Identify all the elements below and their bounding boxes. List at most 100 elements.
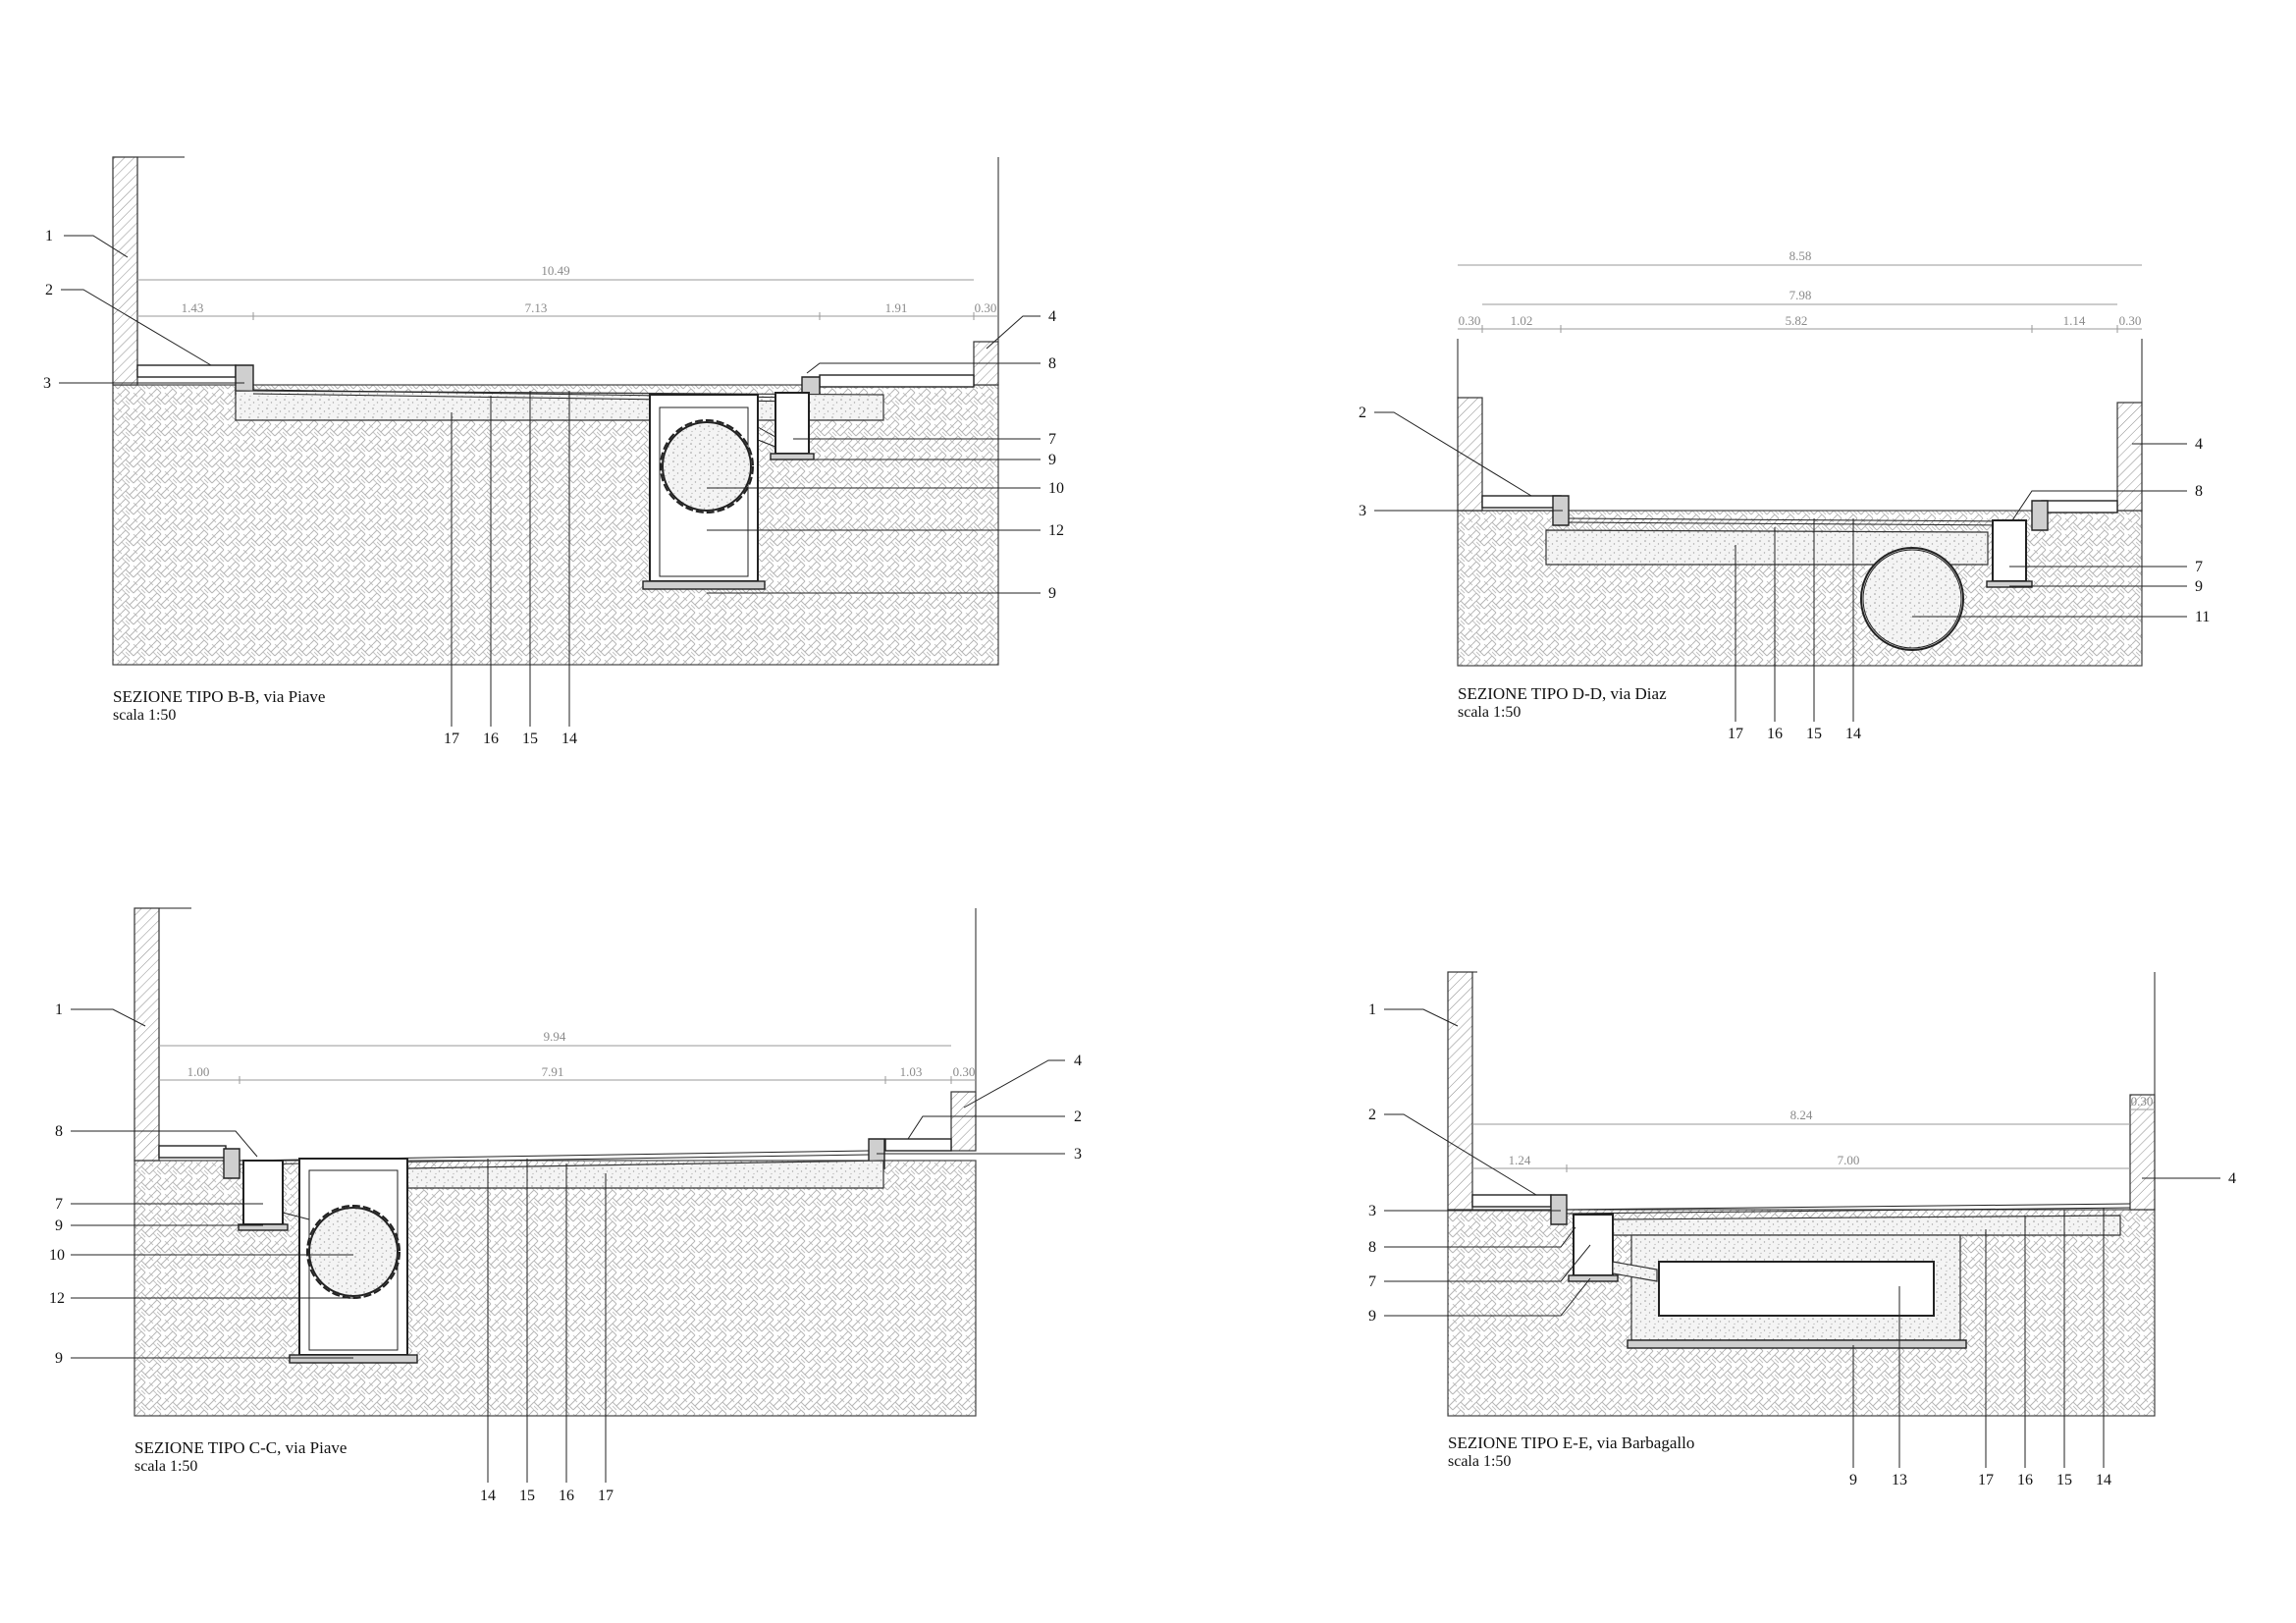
dd-dim-5: 0.30	[2119, 313, 2142, 328]
dd-pipe	[1860, 547, 1964, 651]
ee-label-16: 16	[2017, 1472, 2033, 1488]
bb-label-9b: 9	[1048, 585, 1056, 602]
cc-dim-1: 1.00	[187, 1064, 210, 1079]
cc-label-17: 17	[598, 1488, 614, 1504]
bb-dim-3: 1.91	[885, 300, 908, 315]
cc-dim-4: 0.30	[953, 1064, 976, 1079]
cc-label-9b: 9	[55, 1350, 63, 1367]
cc-dimensions: 9.94 1.00 7.91 1.03 0.30	[159, 1029, 976, 1084]
section-cc	[133, 907, 977, 1417]
cc-label-4: 4	[1074, 1053, 1082, 1069]
cc-label-9a: 9	[55, 1217, 63, 1234]
cc-label-10: 10	[49, 1247, 65, 1264]
bb-label-12: 12	[1048, 522, 1064, 539]
dd-labels: 2 3 4 8 7 9 11 17 16 15 14	[1359, 405, 2210, 742]
dd-title: SEZIONE TIPO D-D, via Diaz	[1458, 684, 1667, 703]
bb-dim-1: 1.43	[182, 300, 204, 315]
dd-scale: scala 1:50	[1458, 704, 1521, 721]
dd-dim-total: 8.58	[1789, 248, 1812, 263]
dd-label-17: 17	[1728, 726, 1743, 742]
bb-dim-2: 7.13	[525, 300, 548, 315]
dd-label-8: 8	[2195, 483, 2203, 500]
bb-label-8: 8	[1048, 355, 1056, 372]
bb-label-16: 16	[483, 730, 499, 747]
cc-label-12: 12	[49, 1290, 65, 1307]
ee-dim-2: 7.00	[1838, 1153, 1860, 1167]
cc-dim-3: 1.03	[900, 1064, 923, 1079]
bb-label-2: 2	[45, 282, 53, 298]
bb-soil	[112, 384, 999, 666]
ee-labels: 1 2 3 8 7 9 4 9 13 17 16 15 14	[1368, 1001, 2236, 1488]
cc-right-wall	[950, 1091, 977, 1152]
ee-dim-1: 1.24	[1509, 1153, 1531, 1167]
dd-dim-2: 1.02	[1511, 313, 1533, 328]
ee-label-14: 14	[2096, 1472, 2111, 1488]
ee-dim-total: 8.24	[1790, 1108, 1813, 1122]
bb-label-17: 17	[444, 730, 459, 747]
ee-label-9a: 9	[1368, 1308, 1376, 1325]
dd-right-wall	[2116, 402, 2143, 512]
dd-label-11: 11	[2195, 609, 2210, 625]
dd-label-16: 16	[1767, 726, 1783, 742]
bb-label-1: 1	[45, 228, 53, 244]
dd-dim-inner: 7.98	[1789, 288, 1812, 302]
dd-label-4: 4	[2195, 436, 2203, 453]
ee-label-2: 2	[1368, 1107, 1376, 1123]
section-dd	[1457, 339, 2143, 667]
cc-left-wall	[133, 907, 160, 1162]
ee-dimensions: 0.30 8.24 1.24 7.00	[1472, 1094, 2155, 1172]
bb-label-3: 3	[43, 375, 51, 392]
bb-left-wall	[112, 156, 138, 386]
bb-dim-4: 0.30	[975, 300, 997, 315]
bb-label-14: 14	[561, 730, 577, 747]
cc-label-2: 2	[1074, 1109, 1082, 1125]
bb-labels: 1 2 3 4 8 7 9 10 12 9 17 16 15 14	[43, 228, 1064, 747]
bb-label-7: 7	[1048, 431, 1056, 448]
dd-label-9: 9	[2195, 578, 2203, 595]
section-bb	[112, 156, 999, 666]
bb-dimensions: 10.49 1.43 7.13 1.91 0.30	[137, 263, 998, 320]
dd-concrete-slab	[1545, 529, 1989, 566]
cc-title: SEZIONE TIPO C-C, via Piave	[134, 1438, 347, 1457]
ee-label-8: 8	[1368, 1239, 1376, 1256]
ee-label-15: 15	[2056, 1472, 2072, 1488]
dd-label-15: 15	[1806, 726, 1822, 742]
ee-label-3: 3	[1368, 1203, 1376, 1219]
cc-label-14: 14	[480, 1488, 496, 1504]
cc-labels: 1 8 7 9 10 12 9 4 2 3 14 15 16 17	[49, 1001, 1082, 1504]
dd-label-2: 2	[1359, 405, 1366, 421]
bb-title: SEZIONE TIPO B-B, via Piave	[113, 687, 325, 706]
dd-dimensions: 8.58 7.98 0.30 1.02 5.82 1.14 0.30	[1458, 248, 2142, 333]
bb-scale: scala 1:50	[113, 707, 176, 724]
cc-label-3: 3	[1074, 1146, 1082, 1163]
bb-label-4: 4	[1048, 308, 1056, 325]
ee-title: SEZIONE TIPO E-E, via Barbagallo	[1448, 1434, 1694, 1452]
ee-scale: scala 1:50	[1448, 1453, 1511, 1470]
bb-label-9a: 9	[1048, 452, 1056, 468]
section-ee	[1447, 971, 2156, 1417]
cc-pipe	[308, 1207, 399, 1297]
ee-label-9b: 9	[1849, 1472, 1857, 1488]
cc-label-16: 16	[559, 1488, 574, 1504]
dd-label-3: 3	[1359, 503, 1366, 519]
dd-dim-3: 5.82	[1786, 313, 1808, 328]
bb-label-15: 15	[522, 730, 538, 747]
cc-scale: scala 1:50	[134, 1458, 197, 1475]
ee-right-wall	[2129, 1094, 2156, 1211]
cc-dim-2: 7.91	[542, 1064, 564, 1079]
dd-dim-1: 0.30	[1459, 313, 1481, 328]
dd-label-14: 14	[1845, 726, 1861, 742]
bb-dim-total: 10.49	[541, 263, 569, 278]
bb-label-10: 10	[1048, 480, 1064, 497]
ee-label-4: 4	[2228, 1170, 2236, 1187]
ee-left-wall	[1447, 971, 1473, 1211]
cc-label-7: 7	[55, 1196, 63, 1213]
cc-label-1: 1	[55, 1001, 63, 1018]
cc-label-8: 8	[55, 1123, 63, 1140]
dd-dim-4: 1.14	[2063, 313, 2086, 328]
cc-label-15: 15	[519, 1488, 535, 1504]
ee-label-7: 7	[1368, 1273, 1376, 1290]
ee-label-17: 17	[1978, 1472, 1994, 1488]
